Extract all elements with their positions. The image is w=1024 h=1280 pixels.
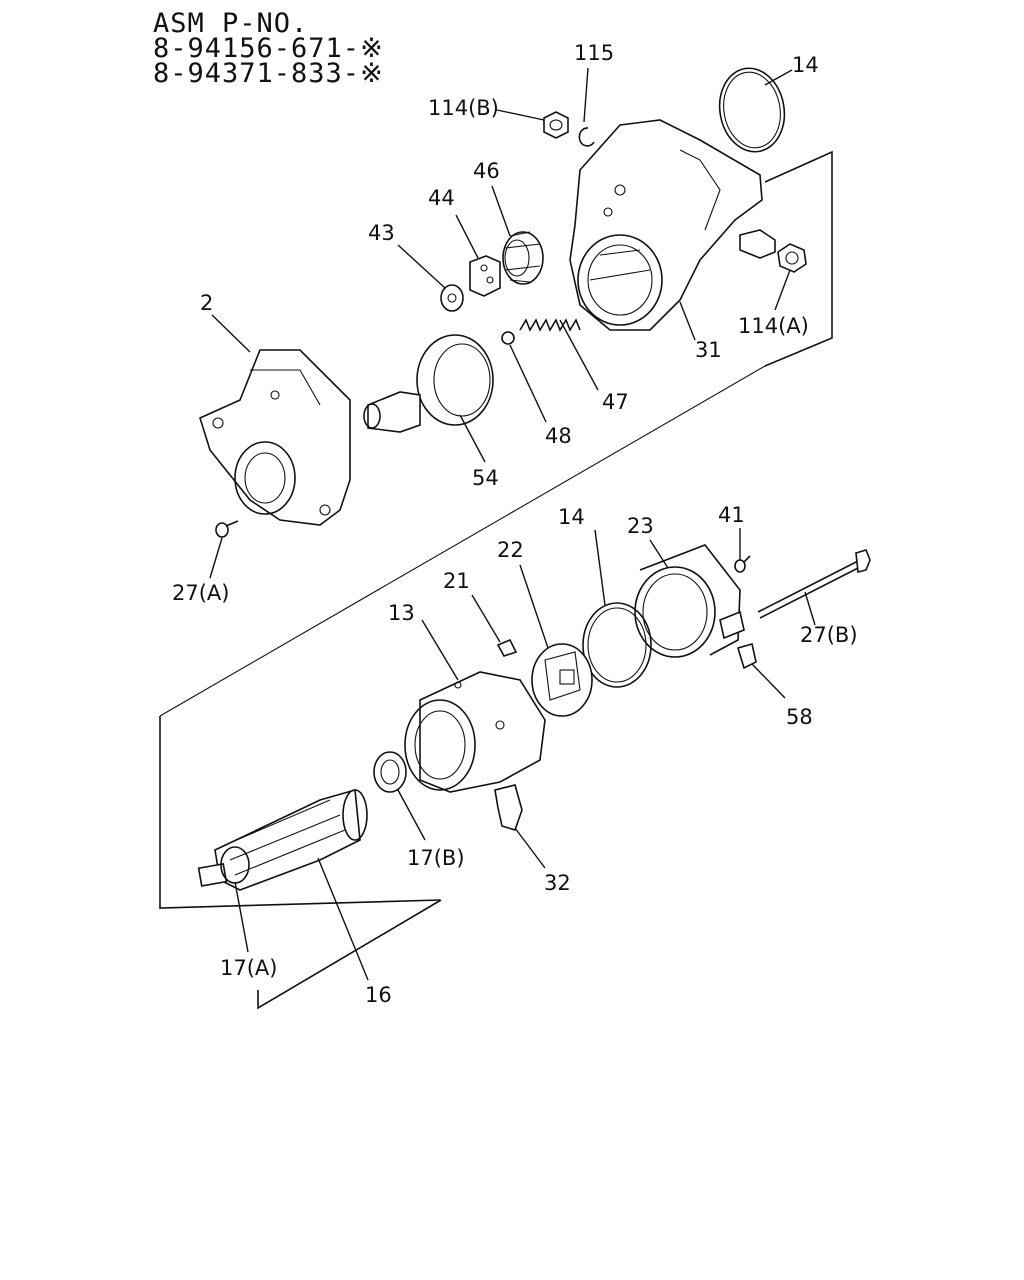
part-115-clip — [578, 127, 595, 147]
part-16-armature — [197, 788, 368, 891]
callout-13: 13 — [388, 601, 415, 625]
part-31-housing — [569, 119, 776, 331]
part-23-yoke — [634, 544, 745, 658]
part-32-bracket — [494, 784, 523, 831]
part-27b-bolt — [757, 549, 871, 619]
callout-14-top: 14 — [792, 53, 819, 77]
callout-115: 115 — [574, 41, 614, 65]
part-21-clip — [496, 638, 518, 657]
callout-43: 43 — [368, 221, 395, 245]
part-43-cap — [440, 284, 464, 312]
callout-23: 23 — [627, 514, 654, 538]
callout-17a: 17(A) — [220, 956, 277, 980]
callout-31: 31 — [695, 338, 722, 362]
callout-114a: 114(A) — [738, 314, 809, 338]
callout-22: 22 — [497, 538, 524, 562]
callout-54: 54 — [472, 466, 499, 490]
part-47-spring — [519, 318, 581, 332]
callout-16: 16 — [365, 983, 392, 1007]
callout-44: 44 — [428, 186, 455, 210]
part-13-field-frame — [404, 671, 546, 793]
callout-47: 47 — [602, 390, 629, 414]
callout-114b: 114(B) — [428, 96, 499, 120]
part-27a-screw — [215, 520, 239, 538]
callout-27b: 27(B) — [800, 623, 858, 647]
part-46-gear — [502, 231, 544, 285]
armature-group-bracket — [257, 899, 442, 1010]
part-14-oring-mid — [582, 602, 652, 688]
callout-17b: 17(B) — [407, 846, 465, 870]
part-14-oring-top — [718, 67, 786, 153]
part-114a-nut — [777, 243, 807, 273]
part-114b-nut — [543, 111, 569, 139]
callout-48: 48 — [545, 424, 572, 448]
part-54-pinion — [363, 334, 494, 433]
part-41-screw — [734, 555, 751, 573]
callout-14-mid: 14 — [558, 505, 585, 529]
part-48-ball — [501, 331, 515, 345]
callout-2: 2 — [200, 291, 213, 315]
callout-27a: 27(A) — [172, 581, 229, 605]
callout-46: 46 — [473, 159, 500, 183]
part-44-block — [469, 255, 501, 297]
part-22-brush-holder — [531, 643, 593, 717]
leader-lines — [209, 67, 816, 981]
assembly-title: ASM P-NO. — [153, 8, 309, 39]
callout-32: 32 — [544, 871, 571, 895]
callout-58: 58 — [786, 705, 813, 729]
part-2-front-housing — [199, 349, 351, 526]
part-number-1: 8-94156-671-※ — [153, 33, 384, 64]
part-number-2: 8-94371-833-※ — [153, 58, 384, 89]
upper-group-frame — [159, 150, 833, 909]
callout-41: 41 — [718, 503, 745, 527]
part-58-cap — [737, 642, 757, 670]
callout-21: 21 — [443, 569, 470, 593]
part-17b-bearing — [373, 751, 407, 793]
